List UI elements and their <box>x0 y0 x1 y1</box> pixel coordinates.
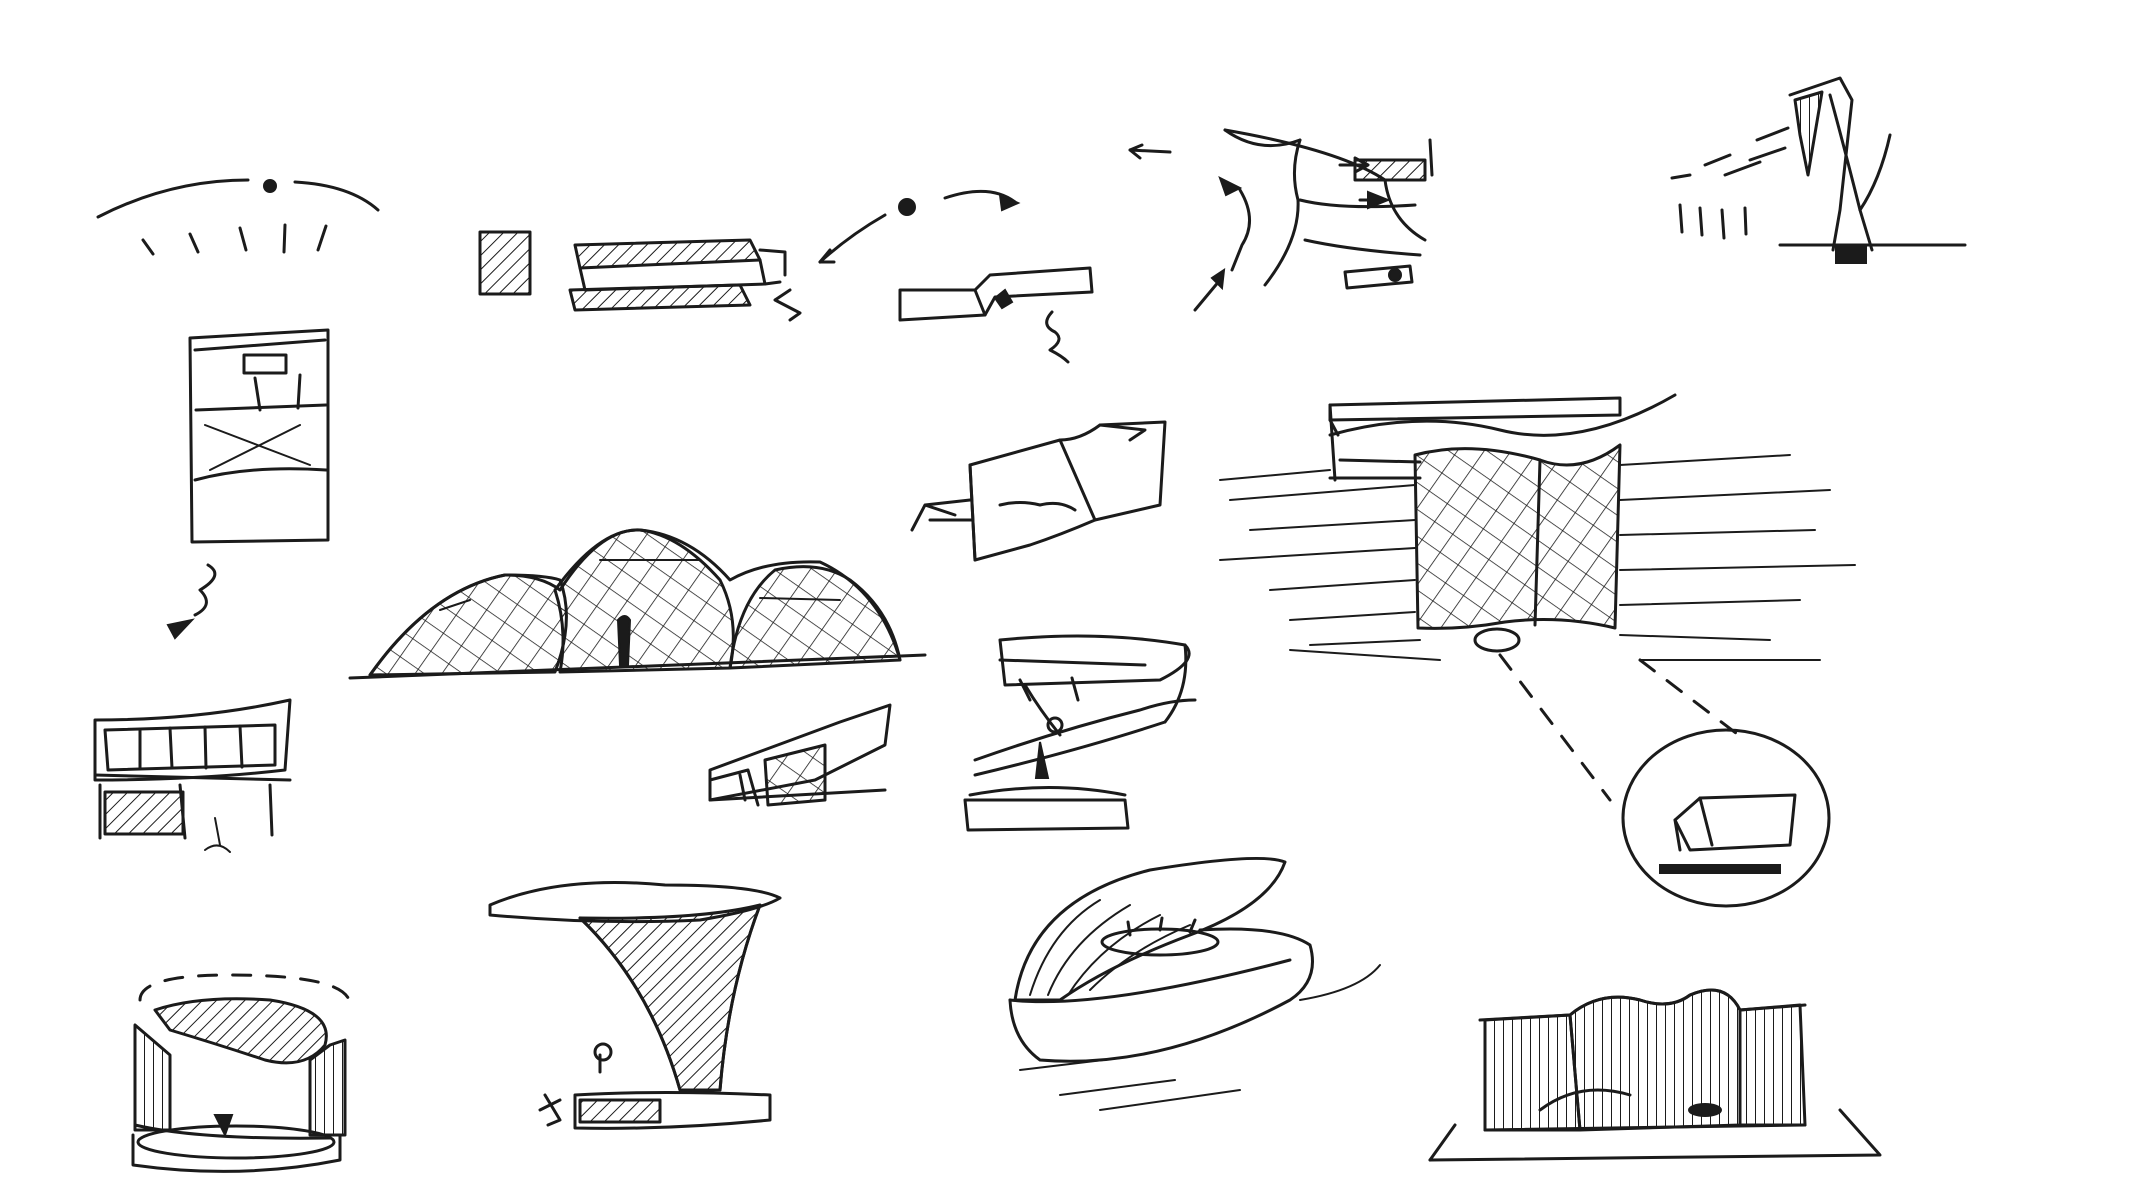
shell-pod-sketch <box>1008 856 1381 1111</box>
cantilever-pavilion-sketch <box>708 703 892 807</box>
road-fork-sketch <box>1128 128 1434 312</box>
radiating-arc-sketch <box>96 178 380 256</box>
frame-elevation-sketch <box>166 328 330 640</box>
cylindrical-pavilion-sketch <box>131 973 352 1173</box>
vaulted-shell-canopy-sketch <box>348 528 927 680</box>
folded-block-sketch <box>910 420 1167 562</box>
sculpture-mast-sketch <box>1670 76 1967 264</box>
detail-callout-sketch <box>1498 653 1831 908</box>
gridded-facade-building-sketch <box>1219 393 1856 661</box>
low-wing-pavilion-sketch <box>93 698 292 853</box>
curved-slab-pavilion-sketch <box>963 634 1197 832</box>
circulation-arrows-sketch <box>818 189 1094 364</box>
undulating-wall-sketch <box>1428 988 1882 1162</box>
funnel-canopy-sketch <box>488 881 782 1130</box>
stacked-slab-sketch <box>478 230 802 322</box>
